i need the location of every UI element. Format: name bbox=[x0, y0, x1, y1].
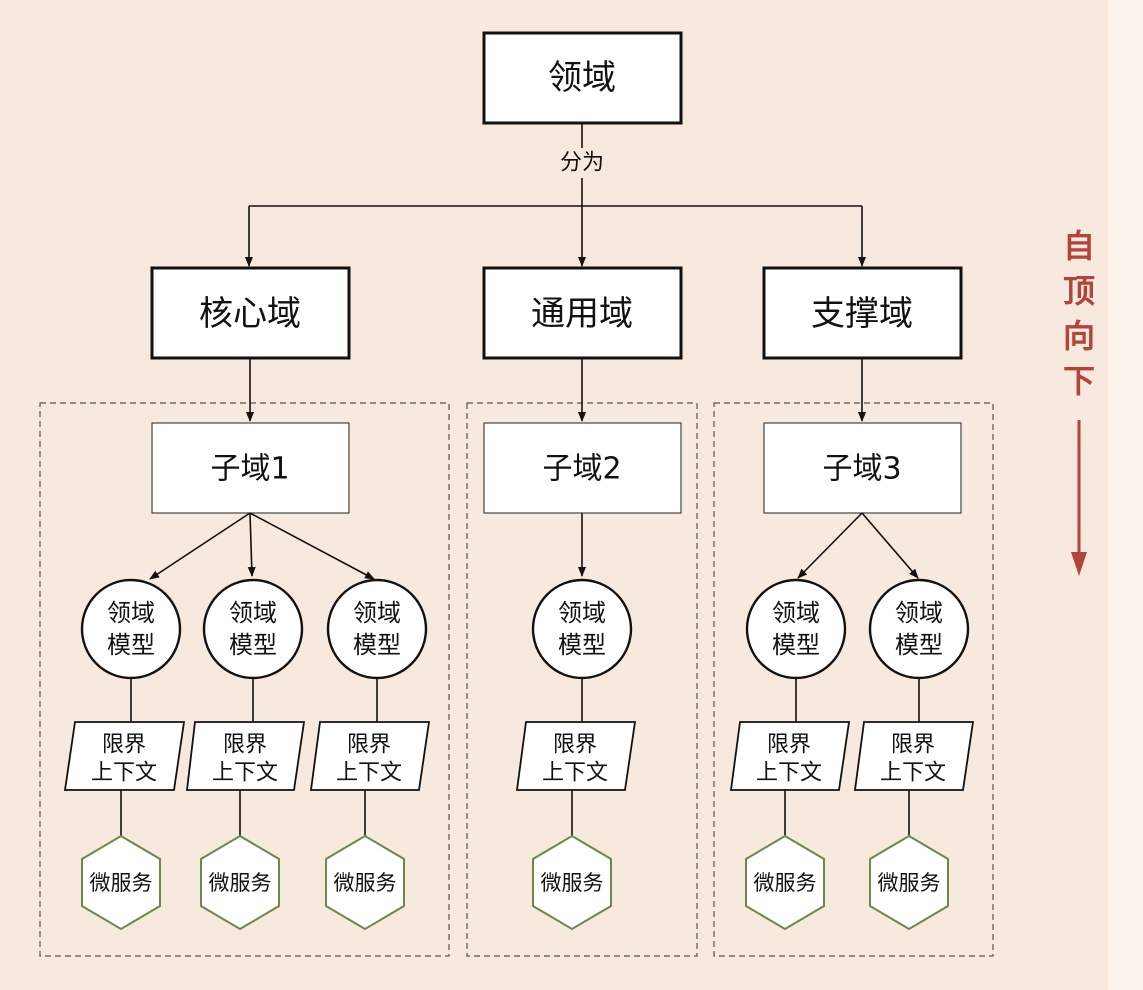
bounded-context-node: 限界 上下文 bbox=[853, 721, 975, 791]
svg-text:限界: 限界 bbox=[347, 733, 391, 758]
side-char-1: 自 bbox=[1063, 227, 1095, 265]
split-edge-label: 分为 bbox=[560, 151, 604, 176]
subdomain-label-1: 子域1 bbox=[210, 452, 289, 487]
svg-text:微服务: 微服务 bbox=[754, 871, 817, 895]
leaf-column-4: 领域 模型 限界 上下文 微服务 bbox=[515, 578, 637, 931]
domain-label-core: 核心域 bbox=[199, 294, 301, 334]
microservice-node: 微服务 bbox=[869, 834, 949, 931]
leaf-column-1: 领域 模型 限界 上下文 微服务 bbox=[63, 578, 186, 931]
svg-text:领域: 领域 bbox=[772, 599, 820, 627]
bounded-context-node: 限界 上下文 bbox=[515, 721, 637, 791]
svg-text:上下文: 上下文 bbox=[336, 761, 402, 786]
subdomain-label-3: 子域3 bbox=[822, 452, 901, 487]
svg-text:领域: 领域 bbox=[229, 599, 277, 627]
svg-text:模型: 模型 bbox=[895, 631, 943, 659]
right-margin-strip bbox=[1108, 0, 1143, 990]
microservice-node: 微服务 bbox=[200, 834, 280, 931]
svg-text:模型: 模型 bbox=[558, 631, 606, 659]
domain-label-generic: 通用域 bbox=[531, 294, 633, 334]
root-node: 领域 bbox=[482, 31, 683, 125]
svg-text:领域: 领域 bbox=[353, 599, 401, 627]
svg-text:微服务: 微服务 bbox=[541, 871, 604, 895]
subdomain-node-1: 子域1 bbox=[151, 422, 350, 514]
side-char-4: 下 bbox=[1063, 362, 1095, 400]
svg-text:上下文: 上下文 bbox=[212, 761, 278, 786]
svg-text:限界: 限界 bbox=[891, 733, 935, 758]
subdomain-node-3: 子域3 bbox=[763, 422, 962, 514]
domain-model-node: 领域 模型 bbox=[326, 578, 428, 680]
leaf-column-5: 领域 模型 限界 上下文 微服务 bbox=[729, 578, 851, 931]
svg-text:微服务: 微服务 bbox=[878, 871, 941, 895]
group-box-support bbox=[713, 402, 994, 957]
leaf-column-3: 领域 模型 限界 上下文 微服务 bbox=[309, 578, 431, 931]
svg-text:上下文: 上下文 bbox=[542, 761, 608, 786]
subdomain-label-2: 子域2 bbox=[542, 452, 621, 487]
svg-text:模型: 模型 bbox=[353, 631, 401, 659]
svg-text:上下文: 上下文 bbox=[880, 761, 946, 786]
microservice-node: 微服务 bbox=[745, 834, 825, 931]
svg-text:微服务: 微服务 bbox=[334, 871, 397, 895]
svg-text:领域: 领域 bbox=[107, 599, 155, 627]
domain-node-support: 支撑域 bbox=[762, 266, 963, 360]
svg-text:微服务: 微服务 bbox=[209, 871, 272, 895]
group-box-core bbox=[39, 402, 450, 957]
bounded-context-node: 限界 上下文 bbox=[309, 721, 431, 791]
domain-model-node: 领域 模型 bbox=[745, 578, 847, 680]
domain-model-node: 领域 模型 bbox=[202, 578, 304, 680]
svg-text:领域: 领域 bbox=[895, 599, 943, 627]
top-down-annotation: 自 顶 向 下 bbox=[1063, 227, 1095, 576]
svg-text:限界: 限界 bbox=[553, 733, 597, 758]
subdomain-node-2: 子域2 bbox=[483, 422, 682, 514]
svg-text:微服务: 微服务 bbox=[90, 871, 153, 895]
domain-model-node: 领域 模型 bbox=[531, 578, 633, 680]
side-char-3: 向 bbox=[1063, 317, 1095, 355]
svg-text:模型: 模型 bbox=[229, 631, 277, 659]
domain-node-core: 核心域 bbox=[150, 266, 351, 360]
svg-text:限界: 限界 bbox=[767, 733, 811, 758]
microservice-node: 微服务 bbox=[325, 834, 405, 931]
root-label: 领域 bbox=[548, 58, 616, 98]
domain-model-node: 领域 模型 bbox=[868, 578, 970, 680]
svg-text:领域: 领域 bbox=[558, 599, 606, 627]
bounded-context-node: 限界 上下文 bbox=[729, 721, 851, 791]
microservice-node: 微服务 bbox=[81, 834, 161, 931]
domain-label-support: 支撑域 bbox=[811, 294, 913, 334]
side-char-2: 顶 bbox=[1063, 272, 1095, 310]
down-arrow-head bbox=[1071, 552, 1087, 576]
microservice-node: 微服务 bbox=[532, 834, 612, 931]
leaf-column-6: 领域 模型 限界 上下文 微服务 bbox=[853, 578, 975, 931]
svg-text:上下文: 上下文 bbox=[91, 761, 157, 786]
svg-text:限界: 限界 bbox=[102, 733, 146, 758]
domain-model-node: 领域 模型 bbox=[80, 578, 182, 680]
domain-node-generic: 通用域 bbox=[482, 266, 683, 360]
leaf-column-2: 领域 模型 限界 上下文 微服务 bbox=[185, 578, 306, 931]
svg-text:限界: 限界 bbox=[223, 733, 267, 758]
bounded-context-node: 限界 上下文 bbox=[63, 721, 186, 791]
svg-text:上下文: 上下文 bbox=[756, 761, 822, 786]
bounded-context-node: 限界 上下文 bbox=[185, 721, 306, 791]
svg-text:模型: 模型 bbox=[107, 631, 155, 659]
svg-text:模型: 模型 bbox=[772, 631, 820, 659]
